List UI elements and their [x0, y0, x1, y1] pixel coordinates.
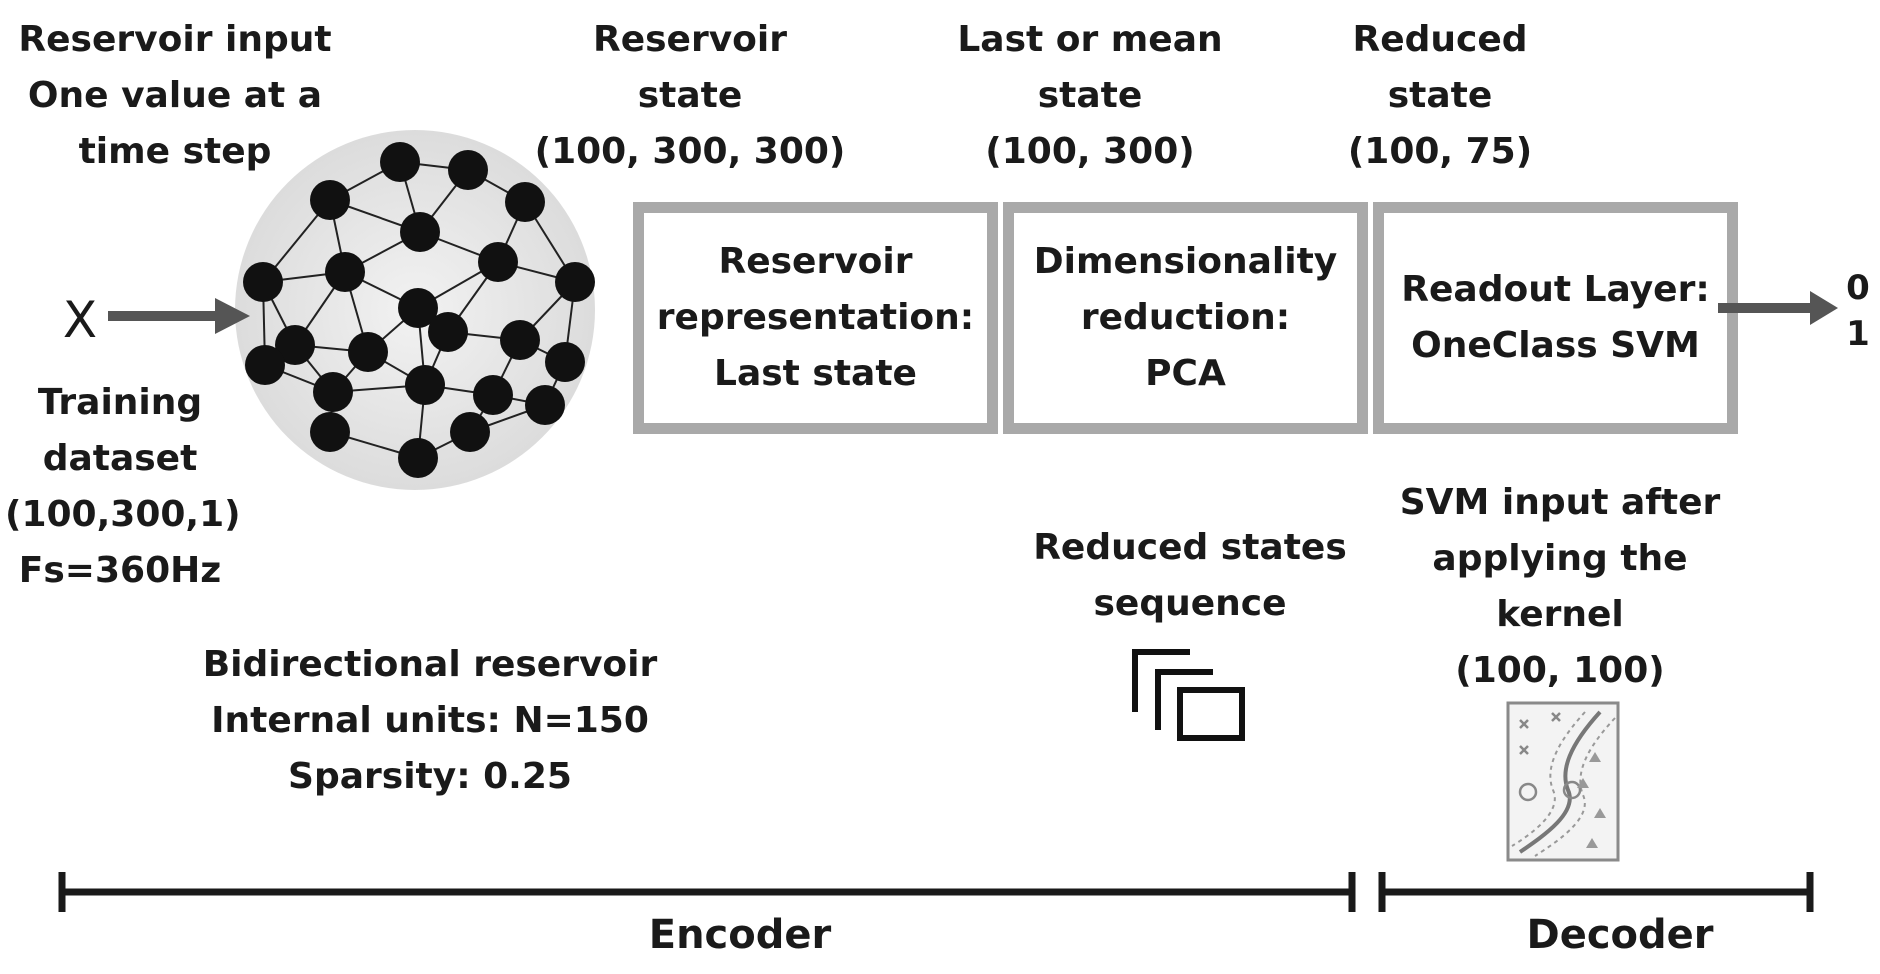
output-arrow	[1718, 291, 1838, 325]
reservoir-node	[428, 312, 468, 352]
x-input-symbol: X	[62, 291, 98, 349]
reservoir-node	[405, 365, 445, 405]
reservoir-node	[525, 385, 565, 425]
reservoir-node	[313, 372, 353, 412]
reservoir-node	[450, 412, 490, 452]
reservoir-params-label: Bidirectional reservoir Internal units: …	[202, 644, 658, 797]
input-arrow	[108, 298, 250, 334]
dimensionality-reduction-box: Dimensionality reduction: PCA	[1003, 202, 1368, 434]
reservoir-nodes	[243, 142, 595, 478]
training-dataset-label: Training dataset (100,300,1) Fs=360Hz	[5, 382, 241, 591]
reservoir-node	[478, 242, 518, 282]
reservoir-node	[243, 262, 283, 302]
reservoir-node	[325, 252, 365, 292]
reservoir-node	[505, 182, 545, 222]
reservoir-representation-box: Reservoir representation: Last state	[633, 202, 998, 434]
reservoir-node	[310, 412, 350, 452]
reduced-state-label: Reduced state (100, 75)	[1347, 19, 1533, 172]
reservoir-node	[500, 320, 540, 360]
decoder-label: Decoder	[1526, 912, 1714, 958]
stacked-states-icon	[1132, 649, 1245, 741]
reservoir-node	[275, 325, 315, 365]
decoder-range-bar	[1378, 872, 1814, 912]
reservoir-input-label: Reservoir input One value at a time step	[18, 19, 332, 172]
reservoir-node	[545, 342, 585, 382]
encoder-range-bar	[58, 872, 1356, 912]
readout-layer-box: Readout Layer: OneClass SVM	[1373, 202, 1738, 434]
reservoir-node	[448, 150, 488, 190]
reservoir-node	[310, 180, 350, 220]
svm-input-label: SVM input after applying the kernel (100…	[1399, 482, 1721, 691]
reservoir-node	[348, 332, 388, 372]
reservoir-node	[398, 288, 438, 328]
encoder-label: Encoder	[648, 912, 832, 958]
reservoir-node	[398, 438, 438, 478]
reservoir-node	[473, 375, 513, 415]
reservoir-node	[400, 212, 440, 252]
reduced-states-sequence-label: Reduced states sequence	[1033, 527, 1347, 624]
reservoir-node	[555, 262, 595, 302]
reservoir-node	[245, 345, 285, 385]
reservoir-node	[380, 142, 420, 182]
mean-state-label: Last or mean state (100, 300)	[957, 19, 1223, 172]
output-labels: 0 1	[1846, 268, 1870, 354]
reservoir-state-label: Reservoir state (100, 300, 300)	[534, 19, 846, 172]
svm-kernel-icon	[1506, 701, 1620, 862]
